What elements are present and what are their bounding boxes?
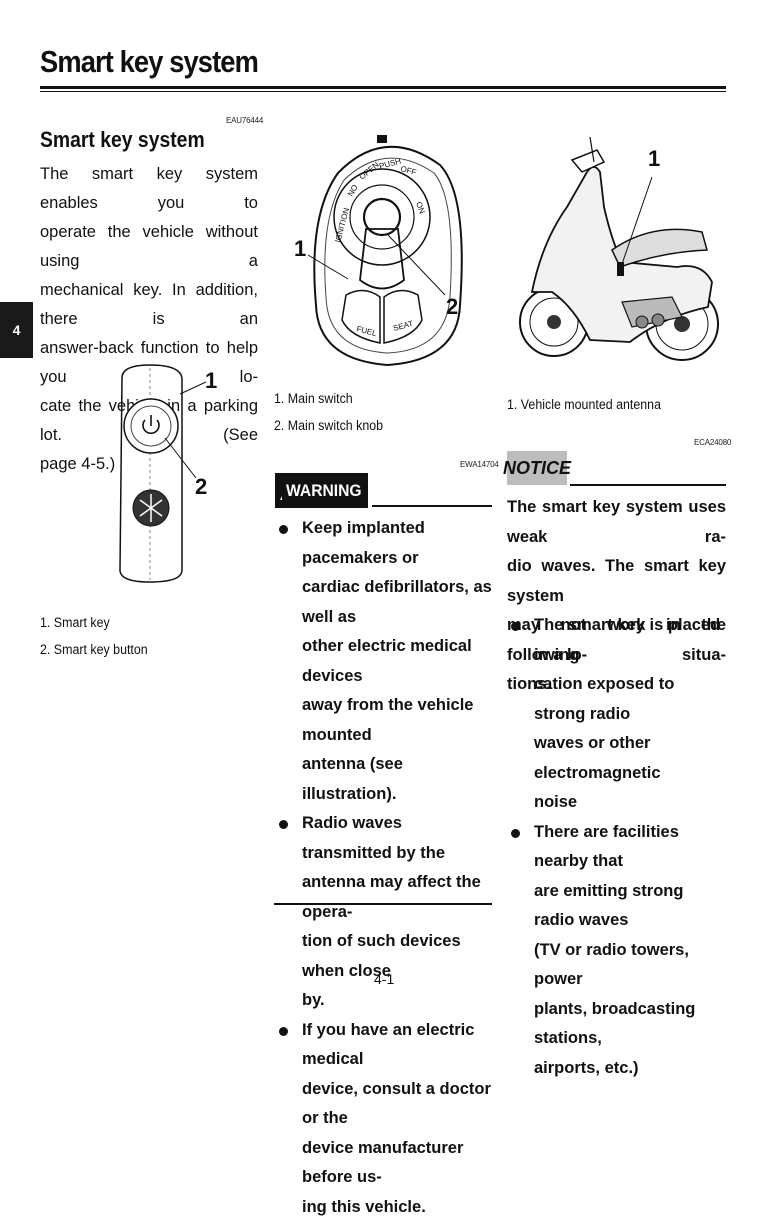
notice-code: ECA24080 [694,438,731,447]
figure-label: 1 [294,236,306,262]
warning-line: by. [302,986,492,1016]
paragraph-line: operate the vehicle without using a [40,218,258,276]
warning-line: other electric medical devices [302,632,492,691]
notice-item-line: There are facilities nearby that [534,818,726,877]
page-title: Smart key system [40,44,258,80]
dial-text: SEAT [392,319,414,333]
page-number: 4-1 [374,971,394,987]
main-switch-illustration: IGNITION NO OPEN PUSH OFF ON FUEL SEAT [290,125,490,380]
scooter-illustration [512,132,728,390]
figure-caption: 1. Main switch [274,385,353,412]
warning-line: Keep implanted pacemakers or [302,514,492,573]
notice-line: The smart key system uses weak ra- [507,493,726,552]
figure-caption: 1. Smart key [40,609,110,636]
dial-text: ON [414,201,427,216]
notice-rule [570,484,726,486]
figure-label: 2 [195,474,207,500]
section-code: EAU76444 [226,116,263,125]
paragraph-line: mechanical key. In addition, there is an [40,276,258,334]
warning-line: Radio waves transmitted by the [302,809,492,868]
warning-rule [372,505,492,507]
notice-item-line: (TV or radio towers, power [534,936,726,995]
figure-label: 2 [446,294,458,320]
figure-label: 1 [648,146,660,172]
notice-item-line: cation exposed to strong radio [534,670,726,729]
header-rule-thin [40,91,726,92]
figure-caption: 2. Smart key button [40,636,148,663]
warning-line: cardiac defibrillators, as well as [302,573,492,632]
notice-list: The smart key is placed in a lo- cation … [508,611,726,1083]
warning-line: If you have an electric medical [302,1016,492,1075]
figure-caption: 2. Main switch knob [274,412,383,439]
warning-code: EWA14704 [460,460,499,469]
figure-label: 1 [205,368,217,394]
warning-line: antenna (see illustration). [302,750,492,809]
warning-line: device manufacturer before us- [302,1134,492,1193]
warning-list: Keep implanted pacemakers or cardiac def… [276,514,492,1222]
warning-line: away from the vehicle mounted [302,691,492,750]
warning-line: ing this vehicle. [302,1193,492,1222]
chapter-tab: 4 [0,302,33,358]
paragraph-line: The smart key system enables you to [40,160,258,218]
warning-item: If you have an electric medical device, … [276,1016,492,1222]
warning-triangle-icon [279,481,282,501]
warning-end-rule [274,903,492,905]
warning-label-box: WARNING [275,473,368,508]
notice-item-line: plants, broadcasting stations, [534,995,726,1054]
notice-item-line: The smart key is placed in a lo- [534,611,726,670]
dial-text: OFF [399,164,417,177]
header-rule [40,86,726,89]
notice-item: The smart key is placed in a lo- cation … [508,611,726,818]
warning-line: device, consult a doctor or the [302,1075,492,1134]
warning-item: Keep implanted pacemakers or cardiac def… [276,514,492,809]
notice-item-line: noise [534,788,726,818]
warning-line: tion of such devices when close [302,927,492,986]
notice-line: dio waves. The smart key system [507,552,726,611]
warning-line: antenna may affect the opera- [302,868,492,927]
notice-item-line: waves or other electromagnetic [534,729,726,788]
warning-label: WARNING [286,481,362,501]
section-title: Smart key system [40,127,205,153]
dial-text: IGNITION [333,207,351,244]
notice-label: NOTICE [503,458,571,479]
notice-label-box: NOTICE [507,451,567,485]
notice-item-line: are emitting strong radio waves [534,877,726,936]
notice-item: There are facilities nearby that are emi… [508,818,726,1084]
notice-item-line: airports, etc.) [534,1054,726,1084]
figure-caption: 1. Vehicle mounted antenna [507,391,661,418]
